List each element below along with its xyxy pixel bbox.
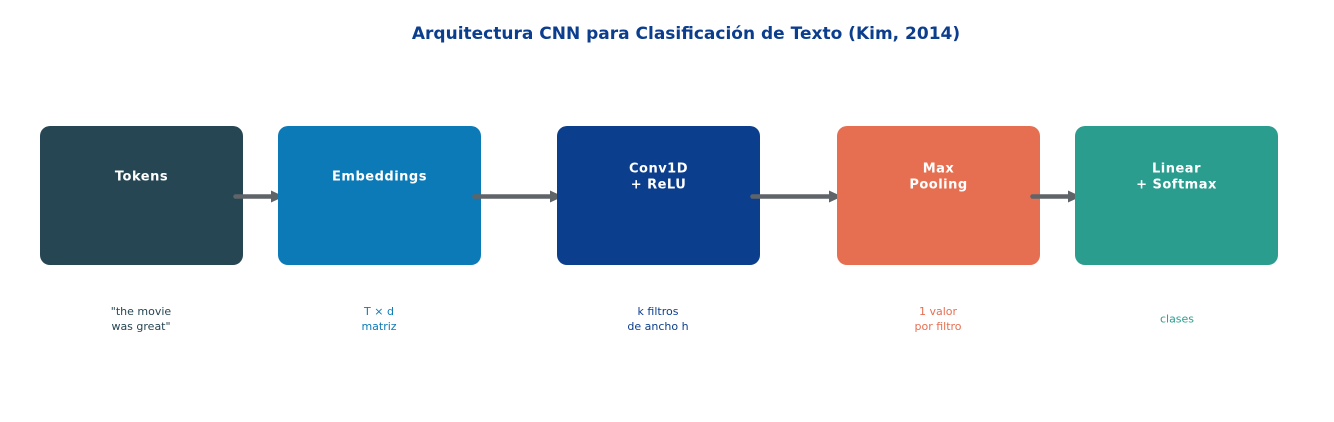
node-embeddings-label: Embeddings [332, 169, 427, 185]
node-max-pooling-label: Max Pooling [909, 161, 968, 193]
diagram-title: Arquitectura CNN para Clasificación de T… [411, 24, 961, 44]
node-linear-softmax-label: Linear + Softmax [1136, 161, 1217, 193]
node-max-pooling-caption: 1 valor por filtro [914, 305, 962, 333]
node-conv1d-relu-label: Conv1D + ReLU [628, 161, 689, 193]
arrow-icon [472, 188, 563, 205]
node-embeddings: Embeddings [278, 126, 481, 265]
node-max-pooling: Max Pooling [837, 126, 1040, 265]
arrow-icon [750, 188, 842, 205]
node-conv1d-relu-caption: k filtros de ancho h [627, 305, 689, 333]
arrow-icon [1030, 188, 1081, 205]
node-conv1d-relu: Conv1D + ReLU [557, 126, 760, 265]
arrow-icon [233, 188, 284, 205]
node-tokens: Tokens [40, 126, 243, 265]
node-linear-softmax: Linear + Softmax [1075, 126, 1278, 265]
node-tokens-caption: "the movie was great" [110, 305, 172, 333]
node-linear-softmax-caption: clases [1159, 312, 1195, 326]
node-tokens-label: Tokens [114, 169, 169, 185]
node-embeddings-caption: T × d matriz [361, 305, 397, 333]
